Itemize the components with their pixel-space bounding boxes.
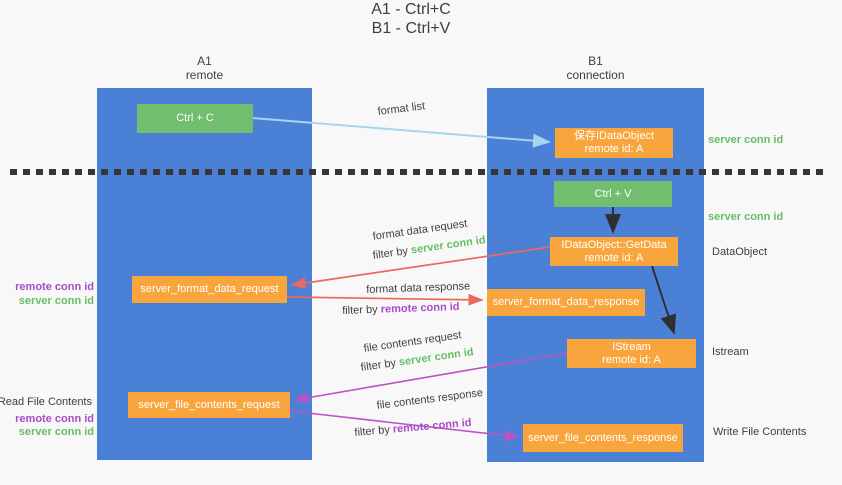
diagram-title: A1 - Ctrl+C B1 - Ctrl+V	[0, 0, 822, 38]
server-format-data-request-box: server_format_data_request	[132, 276, 287, 303]
dataobject-annotation: DataObject	[712, 246, 768, 258]
getdata-box: IDataObject::GetData remote id: A	[550, 237, 678, 266]
session-divider-dotted-line	[10, 169, 824, 175]
istream-line1: IStream	[612, 340, 651, 353]
lane-a-header: A1 remote	[97, 54, 312, 82]
save-dataobject-line1: 保存IDataObject	[573, 130, 655, 142]
filter-by-text: filter by	[354, 423, 391, 439]
server-format-data-request-label: server_format_data_request	[140, 283, 279, 295]
filter-by-text: filter by	[372, 245, 409, 262]
filter-by-remote-conn-id-label-1: filter by remote conn id	[342, 301, 460, 318]
lane-b-name: B1	[588, 54, 603, 68]
server-format-data-response-label: server_format_data_response	[492, 296, 640, 308]
ctrl-c-label: Ctrl + C	[176, 112, 214, 124]
filter-by-text: filter by	[360, 357, 397, 374]
server-file-contents-response-box: server_file_contents_response	[523, 424, 683, 452]
remote-conn-id-text: remote conn id	[380, 300, 460, 316]
server-conn-id-annotation-top: server conn id	[708, 134, 784, 146]
remote-conn-id-annotation: remote conn id	[15, 281, 94, 293]
istream-box: IStream remote id: A	[567, 339, 696, 368]
server-conn-id-annotation: server conn id	[18, 426, 94, 438]
ctrl-v-box: Ctrl + V	[554, 181, 672, 207]
file-request-conn-id-stack: remote conn id server conn id	[15, 413, 94, 439]
format-data-response-arrow	[286, 293, 484, 306]
server-format-data-response-box: server_format_data_response	[487, 289, 645, 316]
server-conn-id-text: server conn id	[410, 234, 487, 257]
filter-by-remote-conn-id-label-2: filter by remote conn id	[354, 417, 472, 440]
save-dataobject-box: 保存IDataObject remote id: A	[555, 128, 673, 158]
format-list-label: format list	[377, 100, 426, 118]
save-dataobject-line2: remote id: A	[584, 143, 644, 155]
server-conn-id-annotation-mid: server conn id	[708, 211, 784, 223]
istream-line2: remote id: A	[602, 353, 661, 366]
server-conn-id-annotation: server conn id	[18, 295, 94, 307]
filter-by-text: filter by	[342, 303, 378, 317]
istream-annotation: Istream	[712, 346, 749, 358]
ctrl-c-box: Ctrl + C	[137, 104, 253, 133]
title-line-paste: B1 - Ctrl+V	[371, 20, 451, 37]
file-contents-response-label: file contents response	[376, 386, 484, 412]
server-file-contents-request-label: server_file_contents_request	[138, 398, 280, 411]
lane-b-header: B1 connection	[487, 54, 704, 82]
remote-conn-id-text: remote conn id	[392, 416, 472, 436]
write-file-contents-annotation: Write File Contents	[713, 426, 807, 438]
server-file-contents-response-label: server_file_contents_response	[528, 431, 678, 444]
format-data-response-label: format data response	[366, 280, 471, 296]
lane-b-subtitle: connection	[566, 68, 625, 82]
title-line-copy: A1 - Ctrl+C	[371, 1, 451, 18]
getdata-line2: remote id: A	[584, 251, 644, 264]
read-file-contents-annotation: Read File Contents	[0, 396, 92, 408]
getdata-line1: IDataObject::GetData	[561, 238, 667, 251]
ctrl-v-label: Ctrl + V	[594, 187, 632, 200]
lane-a-name: A1	[197, 54, 212, 68]
lane-a-subtitle: remote	[185, 68, 224, 82]
server-file-contents-request-box: server_file_contents_request	[128, 392, 290, 418]
remote-conn-id-annotation: remote conn id	[15, 413, 94, 425]
format-request-conn-id-stack: remote conn id server conn id	[15, 280, 94, 308]
